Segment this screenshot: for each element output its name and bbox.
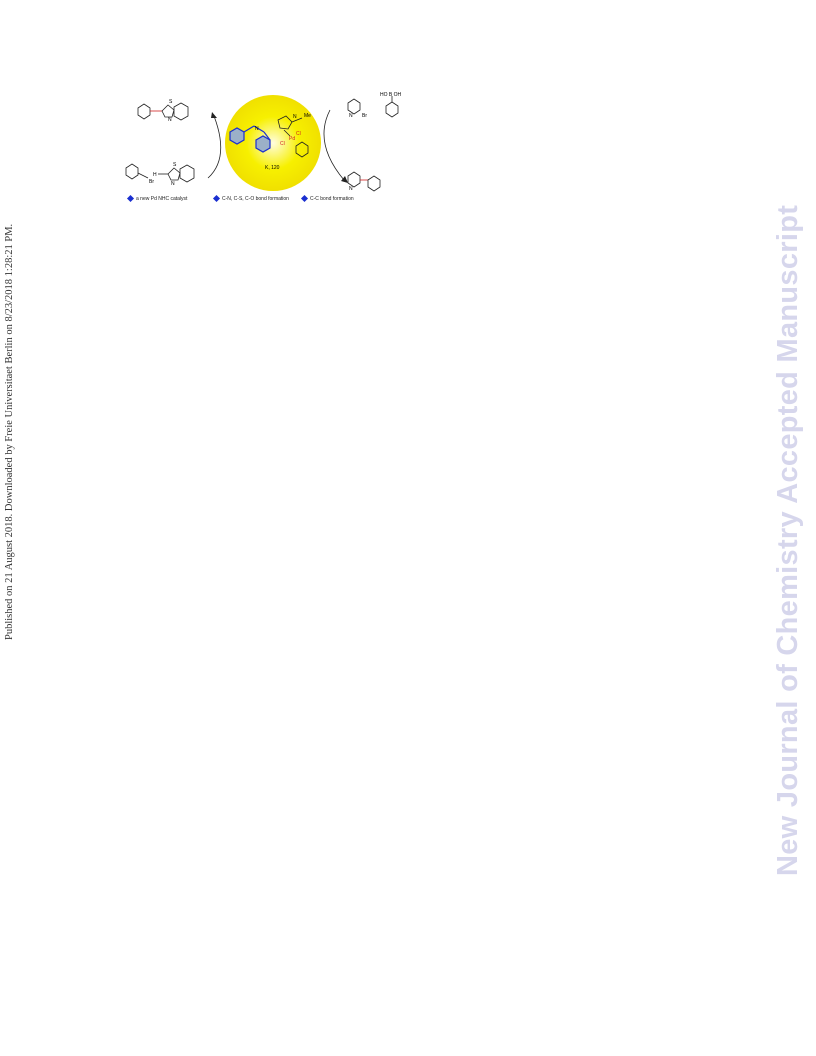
toc-graphic: S N Br H S N N P <box>118 88 418 208</box>
right-reaction-arrow <box>323 109 345 181</box>
diamond-bullet-icon <box>212 195 221 203</box>
catalyst-structure <box>229 125 271 153</box>
left-reactant-structure <box>125 163 195 183</box>
label-n-product: N <box>349 186 353 192</box>
legend-item-catalyst: a new Pd NHC catalyst <box>126 195 188 203</box>
legend: a new Pd NHC catalyst C-N, C-S, C-O bond… <box>126 195 418 206</box>
journal-watermark: New Journal of Chemistry Accepted Manusc… <box>772 204 804 876</box>
right-product-structure <box>347 171 381 192</box>
legend-label: C-N, C-S, C-O bond formation <box>222 196 289 202</box>
label-nh: H <box>153 172 157 178</box>
label-n-right: N <box>349 113 353 119</box>
label-conditions: K, 120 <box>265 165 280 171</box>
label-pd: Pd <box>289 136 295 142</box>
reaction-scheme-svg: S N Br H S N N P <box>125 92 402 192</box>
left-reaction-arrow <box>207 115 222 179</box>
label-s2: S <box>173 162 177 168</box>
publication-side-note: Published on 21 August 2018. Downloaded … <box>4 223 15 640</box>
legend-item-bond-formation: C-N, C-S, C-O bond formation <box>212 195 289 203</box>
right-reactant-structure <box>347 96 399 118</box>
label-cl2: Cl <box>280 141 285 147</box>
label-n: N <box>168 117 172 123</box>
label-br-left: Br <box>149 179 154 185</box>
catalyst-highlight-circle <box>225 95 321 191</box>
label-n2: N <box>171 181 175 187</box>
label-cl1: Cl <box>296 131 301 137</box>
diamond-bullet-icon <box>126 195 135 203</box>
legend-label: C-C bond formation <box>310 196 354 202</box>
legend-item-cc-bond: C-C bond formation <box>300 195 354 203</box>
label-br-right: Br <box>362 113 367 119</box>
nhc-ligand-structure <box>277 115 309 158</box>
label-boronic-acid: HO B OH <box>380 92 402 98</box>
label-s: S <box>169 99 173 105</box>
diamond-bullet-icon <box>300 195 309 203</box>
label-me: Me <box>304 113 311 119</box>
left-product-structure <box>137 102 189 121</box>
legend-label: a new Pd NHC catalyst <box>136 196 188 202</box>
label-n2-center: N <box>293 114 297 120</box>
label-n-center: N <box>255 126 259 132</box>
